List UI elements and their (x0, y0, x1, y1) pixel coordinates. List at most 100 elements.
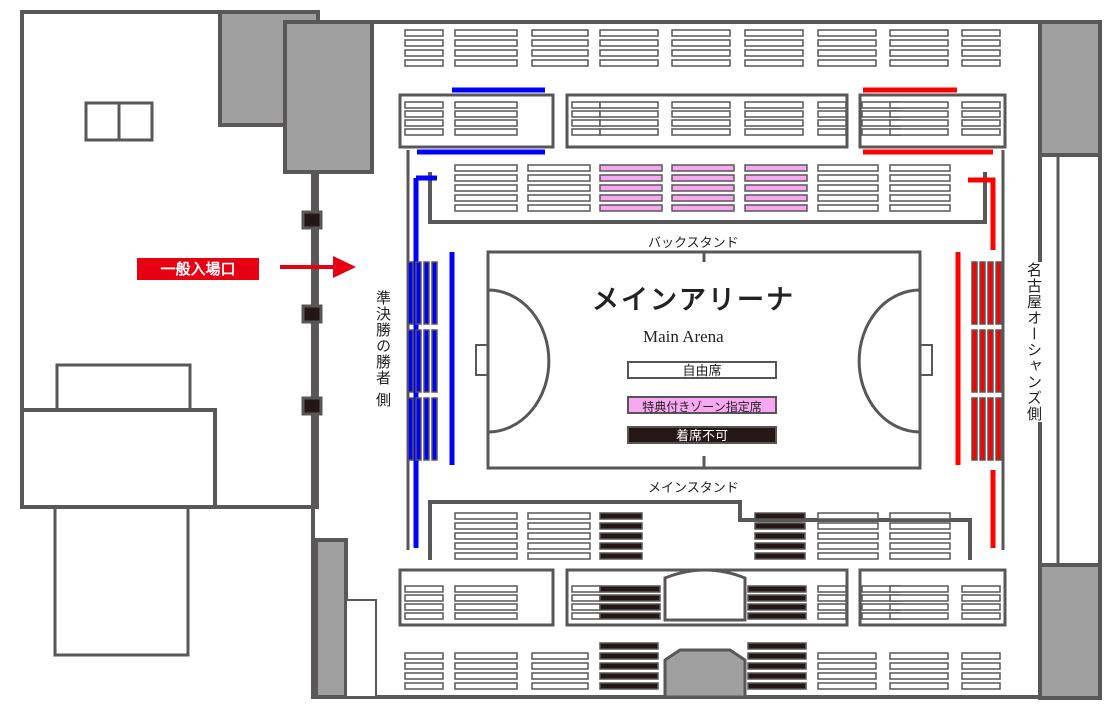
seat-row (817, 552, 879, 560)
seat-row (404, 672, 444, 680)
seat-row (423, 261, 430, 325)
seat-row (404, 59, 444, 67)
seat-row (599, 552, 643, 560)
seat-row (599, 49, 659, 57)
legend-no-seating: 着席不可 (627, 426, 777, 444)
seat-row (961, 29, 1001, 37)
back-stand-label: バックスタンド (648, 236, 739, 251)
seat-row (599, 532, 643, 540)
seat-row (599, 29, 659, 37)
left-side-label: 準決勝の勝者 側 (373, 290, 394, 408)
seat-row (404, 39, 444, 47)
seat-row (961, 603, 1001, 611)
arena-title-en: Main Arena (643, 327, 724, 346)
seat-row (817, 110, 847, 118)
seat-row (961, 652, 1001, 660)
lower-wing (20, 408, 217, 509)
seat-row (961, 585, 1001, 593)
seat-row (571, 101, 601, 109)
seat-row (817, 184, 879, 192)
seat-row (423, 329, 430, 393)
seat-row (961, 672, 1001, 680)
seat-row (889, 204, 951, 212)
seat-row (889, 585, 949, 593)
seat-row (454, 128, 518, 136)
seat-row (599, 612, 661, 620)
seat-row (961, 682, 1001, 690)
stairs (53, 505, 190, 657)
seat-row (599, 164, 663, 172)
seat-row (889, 542, 951, 550)
seat-row (744, 49, 804, 57)
seat-row (747, 682, 807, 690)
seat-row (754, 542, 806, 550)
entrance-arrow-icon (280, 256, 356, 278)
legend-premium-zone: 特典付きゾーン指定席 (627, 396, 777, 414)
seat-row (987, 329, 994, 393)
seat-row (754, 552, 806, 560)
seat-row (817, 164, 879, 172)
seat-row (747, 612, 807, 620)
seat-row (454, 49, 518, 57)
seat-row (599, 512, 643, 520)
seat-row (889, 594, 949, 602)
seat-row (744, 101, 804, 109)
arena-title-ja: メインアリーナ (592, 285, 795, 316)
seat-row (404, 101, 444, 109)
seat-row (747, 672, 807, 680)
seat-row (817, 29, 877, 37)
seat-row (571, 585, 601, 593)
seat-row (889, 174, 951, 182)
seat-row (599, 672, 659, 680)
seat-row (961, 594, 1001, 602)
seat-row (431, 261, 438, 325)
seat-row (599, 652, 659, 660)
seat-row (671, 164, 735, 172)
seat-row (889, 128, 949, 136)
seat-row (531, 672, 589, 680)
seat-row (599, 59, 659, 67)
seat-row (754, 532, 806, 540)
seat-row (407, 329, 414, 393)
seat-row (454, 594, 518, 602)
seat-row (889, 512, 951, 520)
seat-row (889, 119, 949, 127)
seat-row (431, 397, 438, 461)
seat-row (404, 662, 444, 670)
seat-row (454, 110, 518, 118)
seat-row (454, 612, 518, 620)
seat-row (754, 522, 806, 530)
seat-row (889, 522, 951, 530)
seat-row (531, 652, 589, 660)
seat-row (531, 682, 589, 690)
seat-row (571, 110, 601, 118)
seat-row (817, 594, 847, 602)
entrance-label: 一般入場口 (137, 258, 259, 280)
seat-row (747, 642, 807, 650)
seat-row (527, 194, 591, 202)
main-stand-label: メインスタンド (648, 481, 739, 496)
seat-row (961, 662, 1001, 670)
seat-row (454, 164, 518, 172)
seat-row (599, 603, 661, 611)
seat-row (817, 49, 877, 57)
seat-row (599, 119, 659, 127)
seat-row (407, 397, 414, 461)
seat-row (404, 110, 444, 118)
seat-row (404, 49, 444, 57)
seat-row (987, 397, 994, 461)
seat-row (454, 119, 518, 127)
seat-row (744, 128, 804, 136)
seat-row (889, 194, 951, 202)
seat-row (817, 174, 879, 182)
seat-row (889, 184, 951, 192)
seat-row (404, 612, 444, 620)
seat-row (531, 59, 589, 67)
seat-row (571, 119, 601, 127)
seat-row (599, 642, 659, 650)
seat-row (817, 542, 879, 550)
seat-row (454, 682, 518, 690)
arena-wall (311, 20, 1102, 699)
seat-row (961, 612, 1001, 620)
